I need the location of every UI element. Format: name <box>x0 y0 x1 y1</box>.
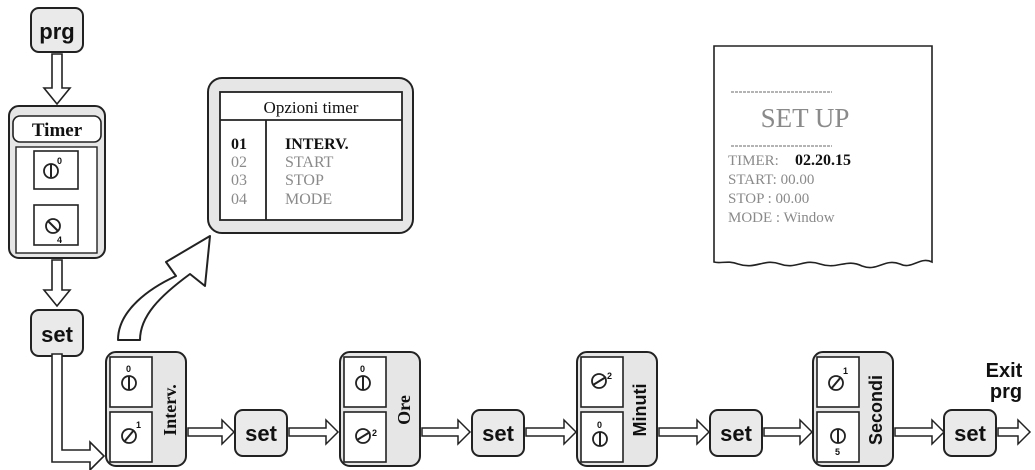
dial-icon: 0 <box>121 364 137 391</box>
dial-digit: 0 <box>57 156 62 166</box>
dial-icon: 4 <box>45 218 62 245</box>
right-arrow-icon <box>658 418 711 446</box>
right-arrow-icon <box>763 418 814 446</box>
menu-item-label: STOP <box>285 172 324 189</box>
dial-icon: 0 <box>355 364 371 391</box>
timer-panel: Timer 0 4 <box>8 105 106 259</box>
set-button[interactable]: set <box>709 409 763 457</box>
dial-digit: 1 <box>843 366 848 376</box>
prg-button[interactable]: prg <box>30 7 84 53</box>
exit-label-line1: Exit <box>986 360 1023 382</box>
receipt-start: START: 00.00 <box>728 172 814 188</box>
step-label: Minuti <box>630 384 650 437</box>
right-arrow-icon <box>51 353 106 470</box>
right-arrow-icon <box>525 418 578 446</box>
receipt-stop: STOP : 00.00 <box>728 191 809 207</box>
menu-item-label: MODE <box>285 191 332 208</box>
menu-item[interactable]: 02 START <box>231 154 334 171</box>
set-button-label: set <box>482 421 514 446</box>
dial-digit: 4 <box>57 235 62 245</box>
dial-digit: 2 <box>372 428 377 438</box>
dial-digit: 0 <box>597 420 602 430</box>
right-arrow-icon <box>187 418 236 446</box>
prg-button-label: prg <box>39 19 74 44</box>
set-button-label: set <box>720 421 752 446</box>
dial-icon: 0 <box>592 420 608 447</box>
dial-digit: 0 <box>126 364 131 374</box>
menu-item-label: START <box>285 154 334 171</box>
curved-arrow-icon <box>117 235 211 341</box>
dial-icon: 5 <box>830 428 846 457</box>
step-label: Ore <box>394 395 414 425</box>
menu-item-label: INTERV. <box>285 136 349 153</box>
menu-item-number: 02 <box>231 154 247 171</box>
setup-receipt: SET UP TIMER: 02.20.15 START: 00.00 STOP… <box>713 45 933 269</box>
popup-title: Opzioni timer <box>264 98 359 117</box>
set-button[interactable]: set <box>943 409 997 457</box>
menu-item[interactable]: 03 STOP <box>231 172 324 189</box>
dial-digit: 0 <box>360 364 365 374</box>
receipt-timer-value: 02.20.15 <box>795 152 851 169</box>
down-arrow-icon <box>42 259 72 308</box>
dial-icon: 2 <box>355 428 377 444</box>
receipt-timer-label: TIMER: <box>728 153 779 169</box>
dial-icon: 1 <box>828 366 848 391</box>
set-button[interactable]: set <box>471 409 525 457</box>
menu-item-number: 03 <box>231 172 247 189</box>
step-panel-ore: 0 2 Ore <box>339 351 421 467</box>
dial-icon: 0 <box>43 156 62 179</box>
menu-item-number: 01 <box>231 136 247 153</box>
options-popup: Opzioni timer 01 INTERV. 02 START 03 STO… <box>207 77 414 234</box>
step-panel-minuti: 2 0 Minuti <box>576 351 658 467</box>
dial-digit: 2 <box>607 371 612 381</box>
set-button[interactable]: set <box>234 409 288 457</box>
receipt-mode: MODE : Window <box>728 210 835 226</box>
menu-item-number: 04 <box>231 191 247 208</box>
dial-icon: 1 <box>121 420 141 444</box>
receipt-title: SET UP <box>761 103 850 133</box>
dial-icon: 2 <box>591 371 612 389</box>
set-button-label: set <box>954 421 986 446</box>
dial-digit: 1 <box>136 420 141 430</box>
step-label: Secondi <box>866 375 886 445</box>
exit-label-line2: prg <box>990 381 1022 403</box>
timer-panel-title: Timer <box>32 120 83 141</box>
step-panel-interv: 0 1 Interv. <box>105 351 187 467</box>
set-button-label: set <box>245 421 277 446</box>
down-arrow-icon <box>42 53 72 106</box>
set-button[interactable]: set <box>30 309 84 357</box>
right-arrow-icon <box>997 418 1032 446</box>
right-arrow-icon <box>421 418 472 446</box>
step-label: Interv. <box>160 384 180 436</box>
dial-digit: 5 <box>835 447 840 457</box>
menu-item[interactable]: 01 INTERV. <box>231 136 349 153</box>
menu-item[interactable]: 04 MODE <box>231 191 332 208</box>
right-arrow-icon <box>288 418 340 446</box>
right-arrow-icon <box>894 418 946 446</box>
set-button-label: set <box>41 322 73 347</box>
step-panel-secondi: 1 5 Secondi <box>812 351 894 467</box>
